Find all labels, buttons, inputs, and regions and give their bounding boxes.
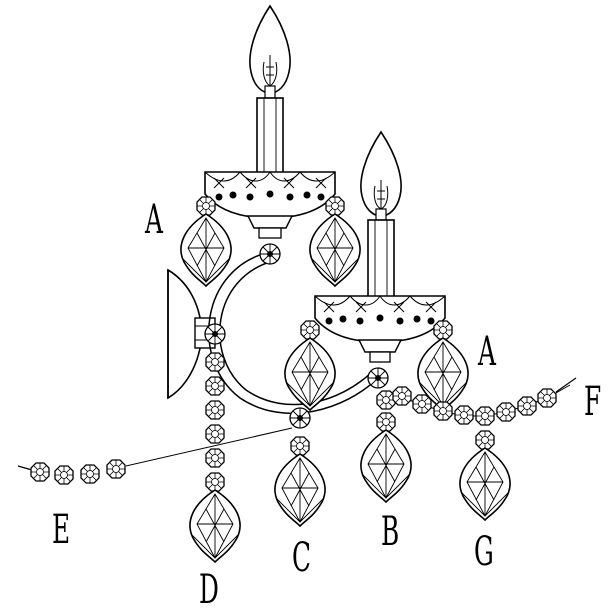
label-g: G xyxy=(474,529,494,575)
label-b: B xyxy=(381,509,400,555)
label-d: D xyxy=(199,567,219,613)
curved-arm xyxy=(208,251,379,414)
label-f: F xyxy=(584,379,602,425)
upper-candle-arm xyxy=(180,4,361,287)
crystal-drop-g xyxy=(459,430,511,521)
crystal-drop-b xyxy=(360,390,412,503)
crystal-string-e xyxy=(17,427,293,485)
label-e: E xyxy=(52,507,71,553)
label-a-upper: A xyxy=(145,197,163,243)
crystal-drop-c xyxy=(274,407,326,527)
lower-candle-arm xyxy=(284,130,469,411)
label-c: C xyxy=(292,535,311,581)
label-a-lower: A xyxy=(478,329,496,375)
crystal-chain-d xyxy=(189,352,241,563)
crystal-swag-f xyxy=(392,377,577,426)
